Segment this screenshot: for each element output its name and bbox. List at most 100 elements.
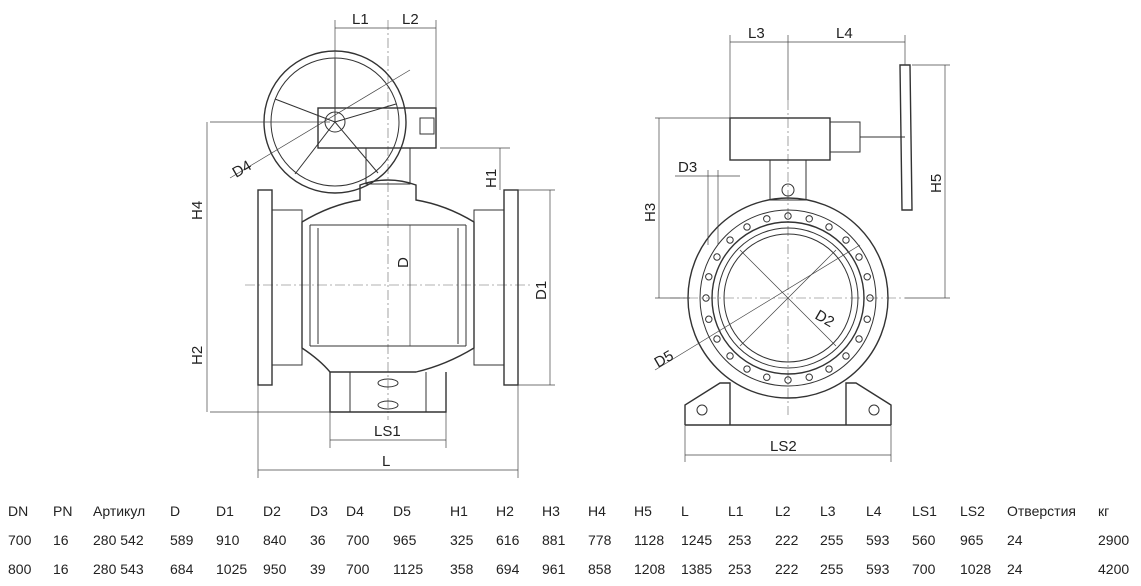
table-cell: 1245 [681, 532, 713, 548]
column-header: Отверстия [1007, 503, 1076, 519]
dim-L1: L1 [352, 11, 369, 28]
bolt-hole [743, 365, 751, 373]
dim-H2: H2 [189, 346, 206, 365]
dim-H3: H3 [642, 203, 659, 222]
bolt-hole [726, 352, 734, 360]
table-cell: 24 [1007, 561, 1023, 577]
column-header: кг [1098, 503, 1110, 519]
dim-D3: D3 [678, 159, 697, 176]
table-cell: 961 [542, 561, 566, 577]
table-cell: 778 [588, 532, 612, 548]
dim-D4: D4 [230, 157, 255, 181]
bolt-hole [842, 236, 850, 244]
table-cell: 1028 [960, 561, 992, 577]
side-view: L1 L2 D4 H4 H2 H1 D D1 LS1 L [189, 11, 555, 478]
table-cell: 700 [346, 561, 370, 577]
table-cell: 16 [53, 561, 69, 577]
column-header: Артикул [93, 503, 146, 519]
table-cell: 255 [820, 532, 844, 548]
table-cell: 280 542 [93, 532, 144, 548]
dim-H4: H4 [189, 201, 206, 220]
bolt-hole [713, 253, 721, 261]
table-cell: 1125 [393, 561, 424, 577]
dim-D5: D5 [652, 347, 677, 371]
bolt-hole [863, 315, 871, 323]
table-cell: 325 [450, 532, 474, 548]
column-header: D1 [216, 503, 234, 519]
dim-D1: D1 [533, 281, 550, 300]
column-header: D5 [393, 503, 411, 519]
table-row: 800 16 280 543 684 1025 950 39 700 1125 358 694 961… [0, 561, 1141, 581]
table-cell: 222 [775, 532, 799, 548]
column-header: D2 [263, 503, 281, 519]
table-cell: 910 [216, 532, 240, 548]
table-cell: 965 [393, 532, 417, 548]
bolt-hole [705, 315, 713, 323]
table-cell: 358 [450, 561, 474, 577]
dim-H5: H5 [928, 174, 945, 193]
column-header: H2 [496, 503, 514, 519]
table-cell: 593 [866, 561, 890, 577]
bolt-hole [825, 223, 833, 231]
table-cell: 253 [728, 561, 752, 577]
table-cell: 560 [912, 532, 936, 548]
dim-L4: L4 [836, 25, 853, 42]
bolt-hole [784, 376, 792, 384]
dim-L: L [382, 453, 390, 470]
bolt-hole [863, 273, 871, 281]
table-cell: 858 [588, 561, 612, 577]
bolt-hole [705, 273, 713, 281]
table-cell: 616 [496, 532, 520, 548]
bolt-hole [763, 373, 771, 381]
dim-D2: D2 [812, 307, 837, 331]
table-cell: 700 [912, 561, 936, 577]
table-cell: 950 [263, 561, 287, 577]
table-cell: 24 [1007, 532, 1023, 548]
column-header: L4 [866, 503, 882, 519]
table-cell: 16 [53, 532, 69, 548]
dim-LS1: LS1 [374, 423, 401, 440]
valve-technical-drawing: L1 L2 D4 H4 H2 H1 D D1 LS1 L [189, 11, 950, 478]
column-header: PN [53, 503, 73, 519]
table-cell: 39 [310, 561, 326, 577]
table-cell: 800 [8, 561, 32, 577]
dim-H1: H1 [483, 169, 500, 188]
column-header: LS1 [912, 503, 937, 519]
column-header: D [170, 503, 181, 519]
table-cell: 700 [8, 532, 32, 548]
bolt-hole [805, 215, 813, 223]
table-cell: 255 [820, 561, 844, 577]
table-cell: 1208 [634, 561, 666, 577]
column-header: D4 [346, 503, 364, 519]
table-cell: 1128 [634, 532, 665, 548]
table-cell: 694 [496, 561, 520, 577]
front-view: L3 L4 D3 H3 H5 D2 D5 LS2 [642, 25, 950, 462]
table-cell: 700 [346, 532, 370, 548]
table-cell: 280 543 [93, 561, 144, 577]
bolt-hole [713, 335, 721, 343]
table-cell: 1025 [216, 561, 248, 577]
column-header: H5 [634, 503, 652, 519]
table-cell: 253 [728, 532, 752, 548]
bolt-hole [805, 373, 813, 381]
table-cell: 222 [775, 561, 799, 577]
table-cell: 593 [866, 532, 890, 548]
column-header: H3 [542, 503, 560, 519]
column-header: D3 [310, 503, 328, 519]
bolt-hole [855, 253, 863, 261]
dim-D: D [395, 257, 412, 268]
bolt-hole [702, 294, 710, 302]
column-header: L1 [728, 503, 744, 519]
column-header: LS2 [960, 503, 985, 519]
bolt-hole [855, 335, 863, 343]
table-cell: 36 [310, 532, 326, 548]
bolt-hole [866, 294, 874, 302]
table-cell: 684 [170, 561, 194, 577]
bolt-hole [784, 212, 792, 220]
column-header: DN [8, 503, 29, 519]
table-cell: 1385 [681, 561, 713, 577]
bolt-hole [743, 223, 751, 231]
column-header: L3 [820, 503, 836, 519]
